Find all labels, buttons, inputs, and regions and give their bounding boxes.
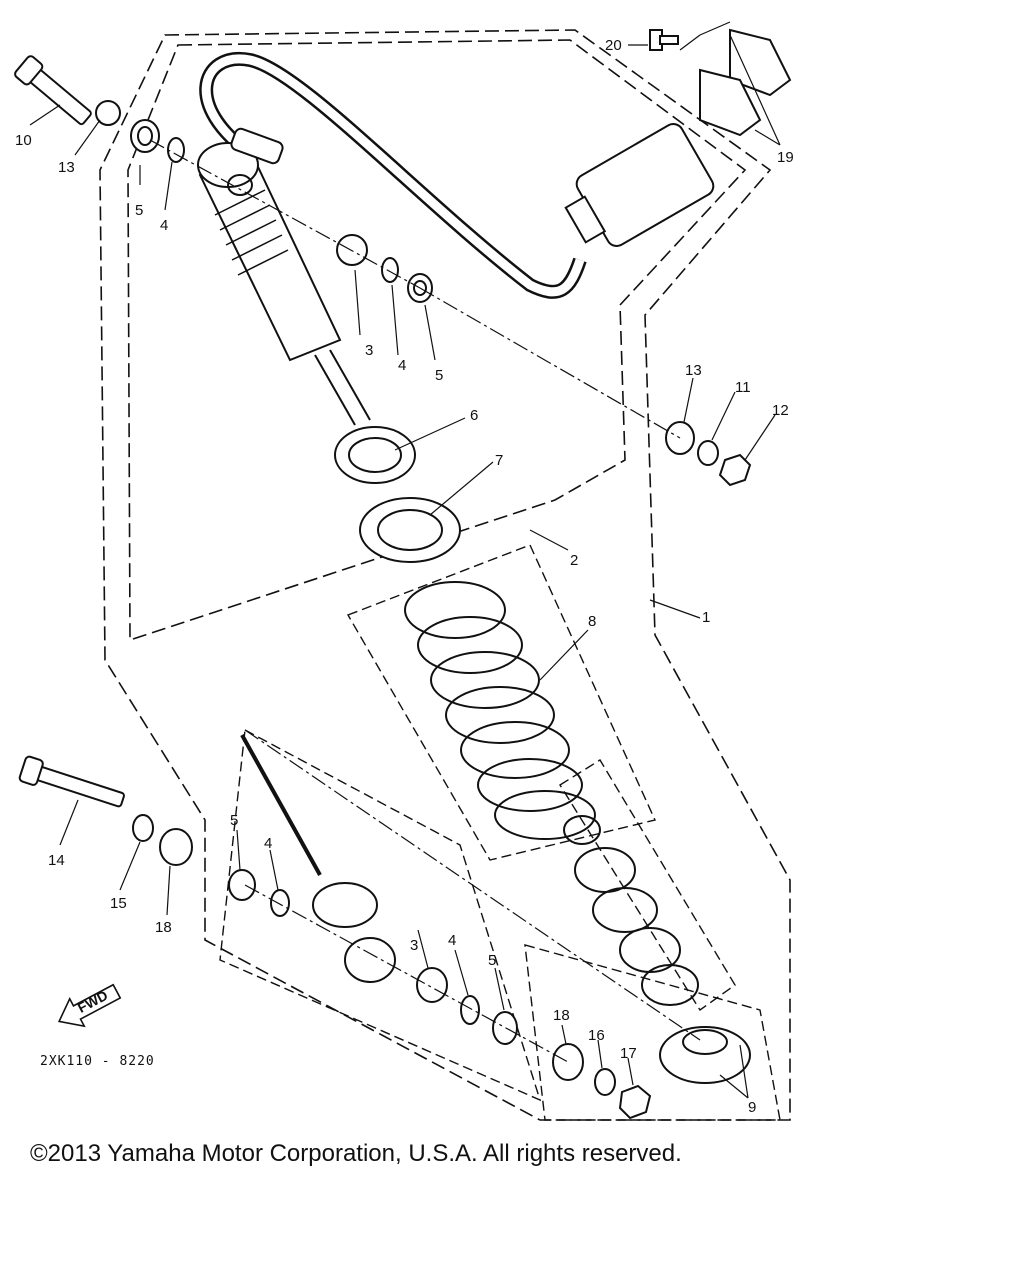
callout-10: 10 [15, 132, 32, 149]
callout-13-right: 13 [685, 362, 702, 379]
callout-3-upper: 3 [365, 342, 373, 359]
bracket-19 [699, 28, 792, 137]
copyright-notice: ©2013 Yamaha Motor Corporation, U.S.A. A… [30, 1140, 682, 1167]
callout-9: 9 [748, 1099, 756, 1116]
callout-12: 12 [772, 402, 789, 419]
collar-group-boundary [524, 944, 781, 1121]
callout-16: 16 [588, 1027, 605, 1044]
callout-4-lower-left: 4 [264, 835, 272, 852]
callout-18-right: 18 [553, 1007, 570, 1024]
shock-body [197, 127, 371, 426]
upper-bolt-10 [14, 55, 92, 126]
pushrod [240, 734, 322, 876]
oil-seal-5-lower-right [492, 1011, 518, 1045]
callout-17: 17 [620, 1045, 637, 1062]
circlip-4-lower-right [460, 995, 480, 1025]
fwd-arrow-icon [57, 983, 122, 1028]
circlip-4-lower-left [270, 889, 290, 917]
callout-8: 8 [588, 613, 596, 630]
callout-14: 14 [48, 852, 65, 869]
callout-20: 20 [605, 37, 622, 54]
washer-11 [697, 440, 719, 466]
bushing-3-upper [336, 234, 368, 266]
washer-15 [132, 814, 154, 842]
lower-bolt-14 [18, 755, 125, 808]
callout-18-left: 18 [155, 919, 172, 936]
callout-11: 11 [735, 379, 751, 396]
callout-4-upper-left: 4 [160, 217, 168, 234]
callout-5-upper-left: 5 [135, 202, 143, 219]
callout-4-upper-right: 4 [398, 357, 406, 374]
oil-seal-5-upper-left [130, 119, 160, 153]
collar-18-right [552, 1043, 584, 1081]
callout-4-lower-right: 4 [448, 932, 456, 949]
callout-6: 6 [470, 407, 478, 424]
callout-1: 1 [702, 609, 710, 626]
assembly-boundary-inner [127, 39, 747, 642]
coil-spring [404, 581, 596, 840]
callout-3-lower: 3 [410, 937, 418, 954]
callout-5-lower-left: 5 [230, 812, 238, 829]
callout-2: 2 [570, 552, 578, 569]
circlip-4-upper-right [381, 257, 399, 283]
spring-group-boundary [346, 544, 656, 861]
callout-19: 19 [777, 149, 794, 166]
bolt-20 [649, 29, 679, 51]
callout-13-upper: 13 [58, 159, 75, 176]
rear-shock-exploded-diagram: 1 2 3 3 4 4 4 4 5 5 5 5 6 7 8 9 10 11 12… [14, 21, 794, 1121]
oil-seal-5-lower-left [228, 869, 256, 901]
circlip-4-upper-left [167, 137, 185, 163]
collar-13-upper [95, 100, 121, 126]
bump-stop-group-boundary [559, 759, 736, 1012]
ring-nut-6 [334, 426, 416, 484]
nut-17 [618, 1084, 652, 1120]
bump-stop-stack [563, 815, 699, 1006]
nut-12 [718, 453, 752, 487]
collar-18-left [159, 828, 193, 866]
callout-7: 7 [495, 452, 503, 469]
diagram-code: 2XK110 - 8220 [40, 1054, 155, 1069]
callout-5-upper-right: 5 [435, 367, 443, 384]
bushing-3-lower [416, 967, 448, 1003]
reservoir-canister [564, 123, 715, 247]
lower-clevis [312, 882, 396, 983]
assembly-boundary-outer [99, 29, 791, 1121]
ring-nut-7 [359, 497, 461, 563]
callout-15: 15 [110, 895, 127, 912]
washer-16 [594, 1068, 616, 1096]
callout-5-lower-right: 5 [488, 952, 496, 969]
